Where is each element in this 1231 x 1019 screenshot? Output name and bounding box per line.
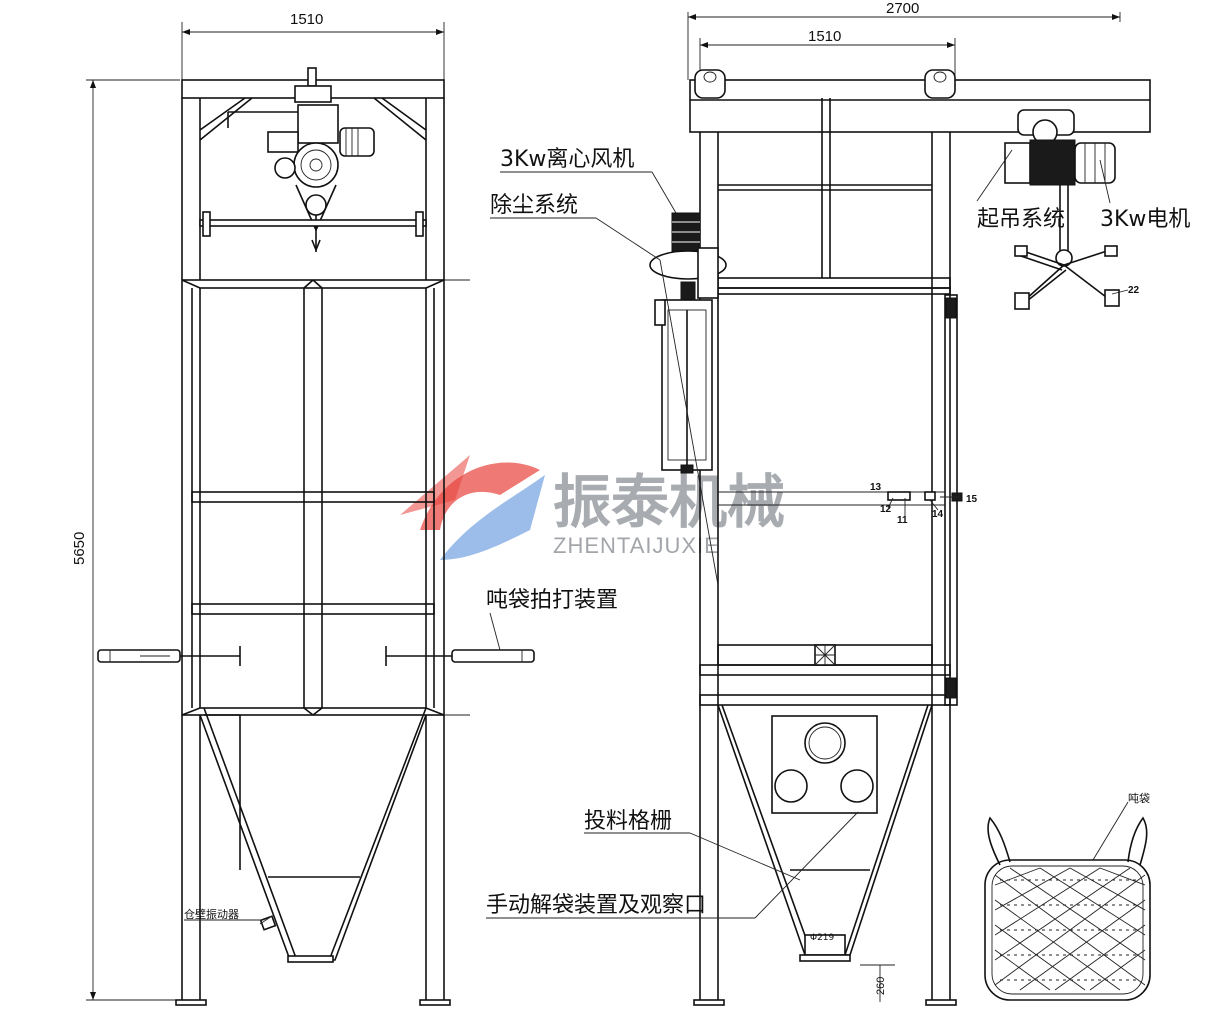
lifting-lugs	[694, 69, 956, 99]
label-outlet-diameter: Φ219	[810, 933, 835, 943]
label-motor: 3Kw电机	[1100, 207, 1190, 232]
dim-left-width-text: 1510	[290, 11, 323, 28]
part-number-14: 14	[932, 509, 944, 520]
label-feeding-grid: 投料格栅	[584, 809, 672, 834]
watermark-logo: 振泰机械 ZHENTAIJUXIE	[400, 455, 785, 560]
dim-right-total: 2700	[687, 0, 1121, 80]
label-fan: 3Kw离心风机	[500, 147, 634, 172]
part-number-22: 22	[1128, 285, 1140, 296]
dim-right-frame-text: 1510	[808, 28, 841, 45]
ton-bag-mesh	[994, 867, 1146, 991]
dust-removal-system	[649, 212, 727, 474]
label-wall-vibrator: 仓壁振动器	[184, 907, 239, 921]
label-hoist-system: 起吊系统	[977, 207, 1065, 232]
part-number-12: 12	[880, 504, 892, 515]
right-beater-devices: 13 12 11 14 15	[718, 482, 978, 526]
watermark-brand-cn: 振泰机械	[553, 468, 785, 536]
dim-right-total-text: 2700	[886, 0, 919, 17]
dim-left-width: 1510	[181, 11, 445, 92]
dim-total-height-text: 5650	[71, 532, 88, 565]
wall-vibrator: 仓壁振动器	[184, 907, 277, 931]
dim-outlet-height-text: 260	[875, 977, 887, 995]
dim-outlet-height: 260	[860, 964, 895, 1002]
left-hoist	[227, 67, 375, 253]
left-beater-left	[97, 646, 241, 666]
right-hoist	[1004, 109, 1120, 310]
ton-bag: 吨袋	[984, 791, 1151, 1001]
part-number-11: 11	[897, 515, 908, 526]
part-number-15: 15	[966, 494, 978, 505]
label-bag-beating: 吨袋拍打装置	[486, 588, 618, 613]
watermark-brand-en: ZHENTAIJUXIE	[553, 533, 720, 558]
label-manual-unpacking: 手动解袋装置及观察口	[486, 893, 706, 918]
left-view: 1510 5650	[71, 11, 535, 1006]
left-beater-right	[385, 646, 535, 666]
right-view: 2700 1510 260	[649, 0, 1151, 1006]
dim-total-height: 5650	[71, 79, 180, 1001]
part-number-13: 13	[870, 482, 882, 493]
label-ton-bag: 吨袋	[1128, 791, 1150, 805]
dim-right-frame: 1510	[699, 28, 956, 80]
callouts: 3Kw离心风机 除尘系统 起吊系统 3Kw电机 22 吨袋拍打装置 投料格栅 手…	[486, 147, 1190, 919]
manual-unpacking-window	[771, 715, 878, 814]
label-dust-removal: 除尘系统	[490, 193, 578, 218]
